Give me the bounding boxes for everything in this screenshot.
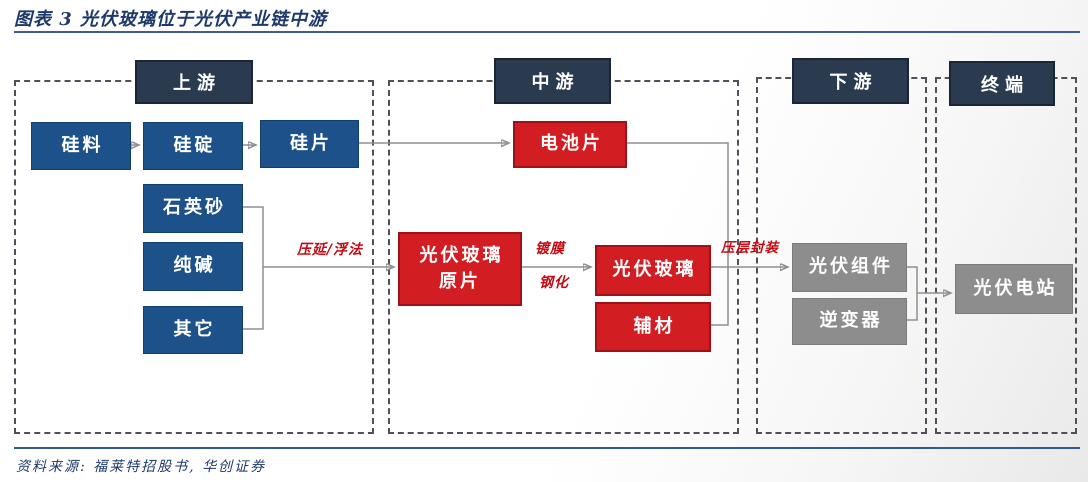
node-pv-glass-raw: 光伏玻璃 原片 [398, 232, 522, 306]
label-calender-float: 压延/浮法 [296, 242, 364, 258]
source-note: 资料来源: 福莱特招股书, 华创证券 [16, 459, 267, 475]
node-pv-glass: 光伏玻璃 [595, 245, 711, 296]
node-solar-cell: 电池片 [513, 121, 627, 168]
node-quartz-sand: 石英砂 [143, 184, 243, 233]
title-underline [14, 31, 1080, 33]
label-tempering: 钢化 [539, 275, 569, 291]
terminal-section [935, 77, 1077, 434]
node-inverter: 逆变器 [792, 298, 907, 345]
node-silicon-material: 硅料 [31, 122, 131, 170]
node-soda-ash: 纯碱 [143, 242, 243, 291]
node-silicon-wafer: 硅片 [260, 120, 359, 168]
terminal-header: 终端 [949, 61, 1055, 106]
downstream-header: 下游 [792, 58, 909, 104]
figure-title: 图表 3 光伏玻璃位于光伏产业链中游 [14, 9, 328, 30]
node-silicon-ingot: 硅碇 [143, 122, 243, 170]
node-others: 其它 [143, 306, 243, 354]
label-lamination: 压层封装 [721, 240, 779, 256]
label-coating: 镀膜 [535, 241, 565, 257]
source-divider [14, 447, 1080, 449]
midstream-header: 中游 [494, 58, 611, 104]
node-pv-station: 光伏电站 [955, 264, 1073, 314]
node-pv-module: 光伏组件 [792, 243, 907, 292]
upstream-header: 上游 [135, 60, 253, 104]
node-aux-material: 辅材 [595, 302, 711, 352]
